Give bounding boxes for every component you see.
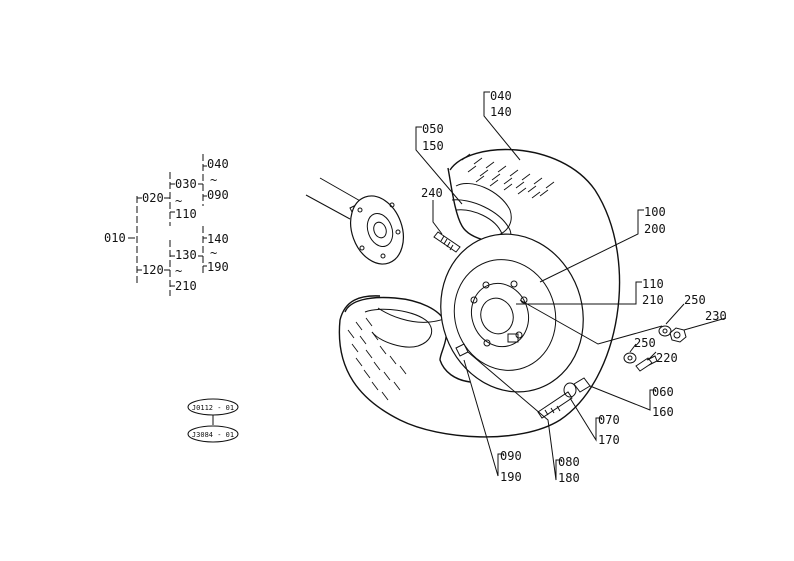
tree-node-040: 040 [207,157,229,171]
reference-badges: J0112 - 01 J3084 - 01 [187,398,239,443]
tree-bracket-030 [198,154,207,206]
parts-tree: 010 020 030 ~ 110 040 ~ 090 120 130 ~ 21… [104,154,229,296]
callout-220: 220 [656,351,678,365]
tree-node-140: 140 [207,232,229,246]
badge-2-text: J3084 - 01 [192,431,234,439]
callout-200: 200 [644,222,666,236]
callout-090: 090 [500,449,522,463]
tree-bracket-120 [164,240,175,296]
callout-180: 180 [558,471,580,485]
callout-240: 240 [421,186,443,200]
callout-170: 170 [598,433,620,447]
tree-root-label: 010 [104,231,126,245]
valve-240 [433,231,461,253]
callout-230: 230 [705,309,727,323]
tree-node-090: 090 [207,188,229,202]
callout-labels: 040 140 050 150 240 100 200 110 210 250 … [421,89,727,485]
tree-node-120: 120 [142,263,164,277]
tree-root-bracket [128,196,142,283]
tree-bracket-020 [164,172,175,226]
callout-140: 140 [490,105,512,119]
callout-080: 080 [558,455,580,469]
callout-070: 070 [598,413,620,427]
tree-node-210: 210 [175,279,197,293]
tree-node-030: 030 [175,177,197,191]
tree-tilde-030: ~ [175,194,182,208]
callout-110: 110 [642,277,664,291]
hub-flange [350,195,404,265]
callout-160: 160 [652,405,674,419]
callout-210: 210 [642,293,664,307]
tree-tilde-130: ~ [175,264,182,278]
tree-node-190: 190 [207,260,229,274]
tree-node-020: 020 [142,191,164,205]
bolt-220 [635,355,658,372]
washer-250-lower [623,352,637,364]
tree-tilde-140: ~ [210,246,217,260]
callout-250-upper: 250 [684,293,706,307]
tree-tilde-040: ~ [210,173,217,187]
callout-250-lower: 250 [634,336,656,350]
leader-lines [415,91,727,481]
tree-node-110: 110 [175,207,197,221]
callout-060: 060 [652,385,674,399]
nut-230 [669,327,687,343]
washer-250-upper [658,325,672,337]
tree-bracket-130 [198,226,207,276]
tree-node-130: 130 [175,248,197,262]
callout-050: 050 [422,122,444,136]
rim [440,233,584,393]
callout-190: 190 [500,470,522,484]
badge-1-text: J0112 - 01 [192,404,234,412]
badge-oval-2 [187,425,239,443]
callout-150: 150 [422,139,444,153]
callout-040: 040 [490,89,512,103]
callout-100: 100 [644,205,666,219]
